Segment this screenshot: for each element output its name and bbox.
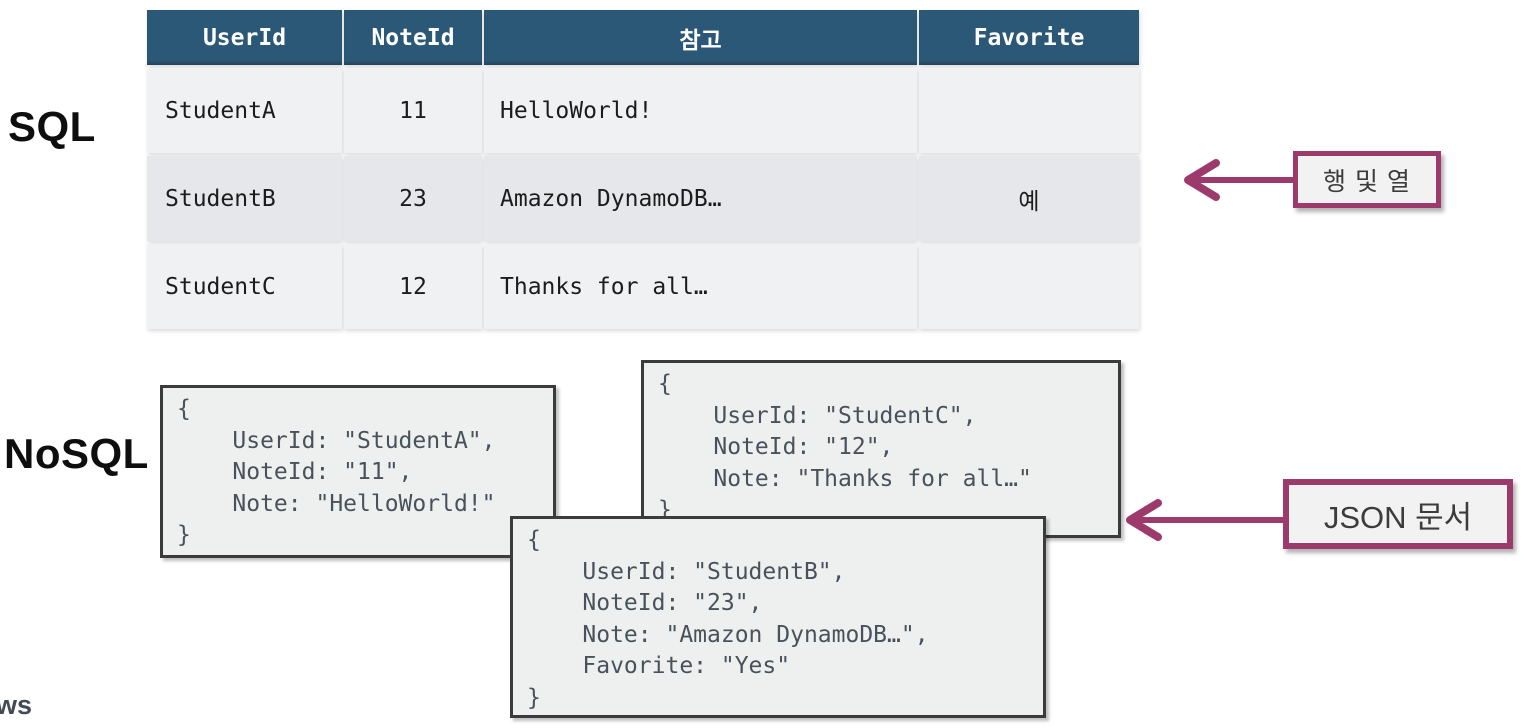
json-code: { UserId: "StudentB", NoteId: "23", Note… [527, 527, 929, 711]
json-code: { UserId: "StudentA", NoteId: "11", Note… [177, 396, 496, 548]
json-document-student-c: { UserId: "StudentC", NoteId: "12", Note… [641, 360, 1121, 538]
table-cell-favorite [919, 244, 1139, 329]
table-cell-noteid: 11 [344, 68, 482, 153]
callout-json-document: JSON 문서 [1283, 479, 1513, 549]
table-cell-note: Amazon DynamoDB… [484, 156, 917, 241]
json-document-student-a: { UserId: "StudentA", NoteId: "11", Note… [160, 385, 556, 558]
nosql-section-label: NoSQL [4, 430, 149, 477]
column-header-favorite: Favorite [919, 10, 1139, 65]
left-arrow-icon [1184, 159, 1300, 201]
left-arrow-icon [1126, 499, 1287, 541]
json-document-student-b: { UserId: "StudentB", NoteId: "23", Note… [510, 516, 1046, 718]
table-cell-favorite: 예 [919, 156, 1139, 241]
table-cell-noteid: 12 [344, 244, 482, 329]
table-cell-noteid: 23 [344, 156, 482, 241]
column-header-note: 참고 [484, 10, 917, 65]
aws-watermark: ws [0, 690, 33, 720]
table-cell-favorite [919, 68, 1139, 153]
sql-table: UserId NoteId 참고 Favorite StudentA 11 He… [147, 10, 1139, 329]
table-cell-note: Thanks for all… [484, 244, 917, 329]
table-cell-note: HelloWorld! [484, 68, 917, 153]
table-cell-userid: StudentC [147, 244, 342, 329]
table-cell-userid: StudentA [147, 68, 342, 153]
column-header-userid: UserId [147, 10, 342, 65]
callout-rows-and-columns: 행 및 열 [1293, 151, 1441, 208]
json-code: { UserId: "StudentC", NoteId: "12", Note… [658, 371, 1032, 523]
sql-section-label: SQL [8, 103, 96, 150]
table-cell-userid: StudentB [147, 156, 342, 241]
column-header-noteid: NoteId [344, 10, 482, 65]
